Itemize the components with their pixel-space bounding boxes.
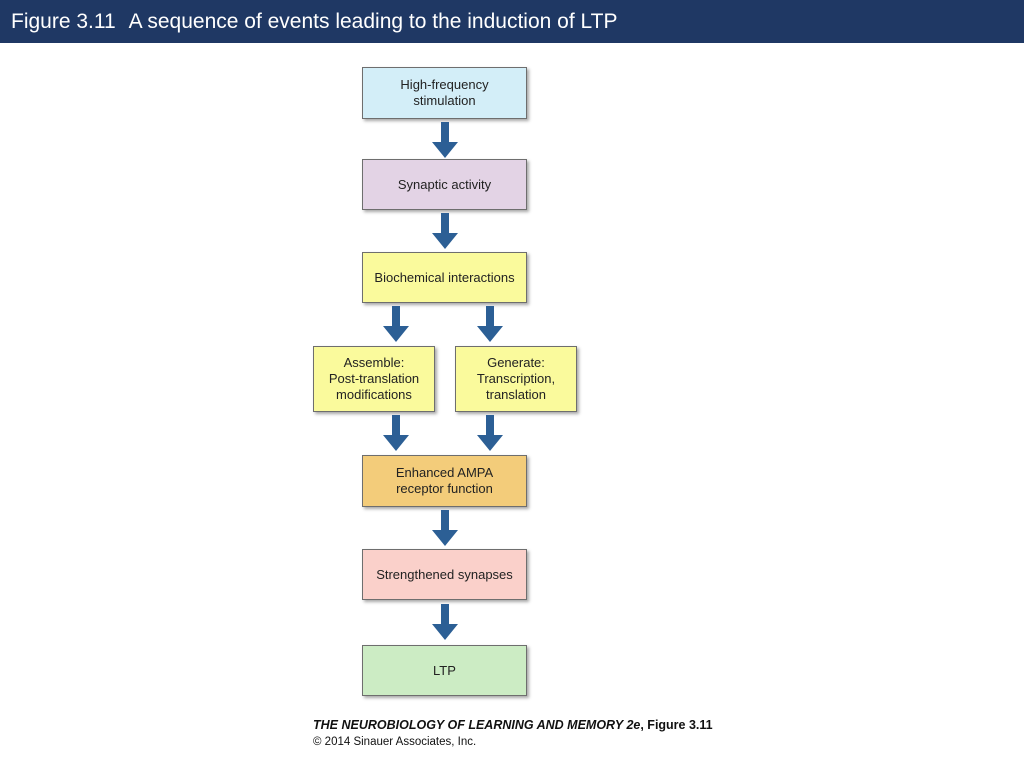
figure-number: Figure 3.11 (11, 10, 116, 33)
arrow-down-icon (477, 415, 503, 451)
figure-caption: THE NEUROBIOLOGY OF LEARNING AND MEMORY … (313, 717, 713, 750)
node-strengthened-synapses: Strengthened synapses (362, 549, 527, 600)
node-generate: Generate: Transcription, translation (455, 346, 577, 412)
arrow-down-icon (432, 604, 458, 640)
node-assemble: Assemble: Post-translation modifications (313, 346, 435, 412)
node-enhanced-ampa: Enhanced AMPA receptor function (362, 455, 527, 507)
arrow-down-icon (432, 213, 458, 249)
node-high-frequency-stimulation: High-frequency stimulation (362, 67, 527, 119)
arrow-down-icon (383, 306, 409, 342)
arrow-down-icon (383, 415, 409, 451)
arrow-down-icon (432, 510, 458, 546)
title-bar: Figure 3.11 A sequence of events leading … (0, 0, 1024, 43)
figure-title: A sequence of events leading to the indu… (128, 10, 618, 33)
node-biochemical-interactions: Biochemical interactions (362, 252, 527, 303)
book-title: THE NEUROBIOLOGY OF LEARNING AND MEMORY … (313, 718, 641, 732)
copyright: © 2014 Sinauer Associates, Inc. (313, 736, 477, 748)
node-synaptic-activity: Synaptic activity (362, 159, 527, 210)
node-ltp: LTP (362, 645, 527, 696)
arrow-down-icon (477, 306, 503, 342)
caption-source: THE NEUROBIOLOGY OF LEARNING AND MEMORY … (313, 717, 713, 734)
figure-reference: , Figure 3.11 (640, 718, 713, 732)
arrow-down-icon (432, 122, 458, 158)
